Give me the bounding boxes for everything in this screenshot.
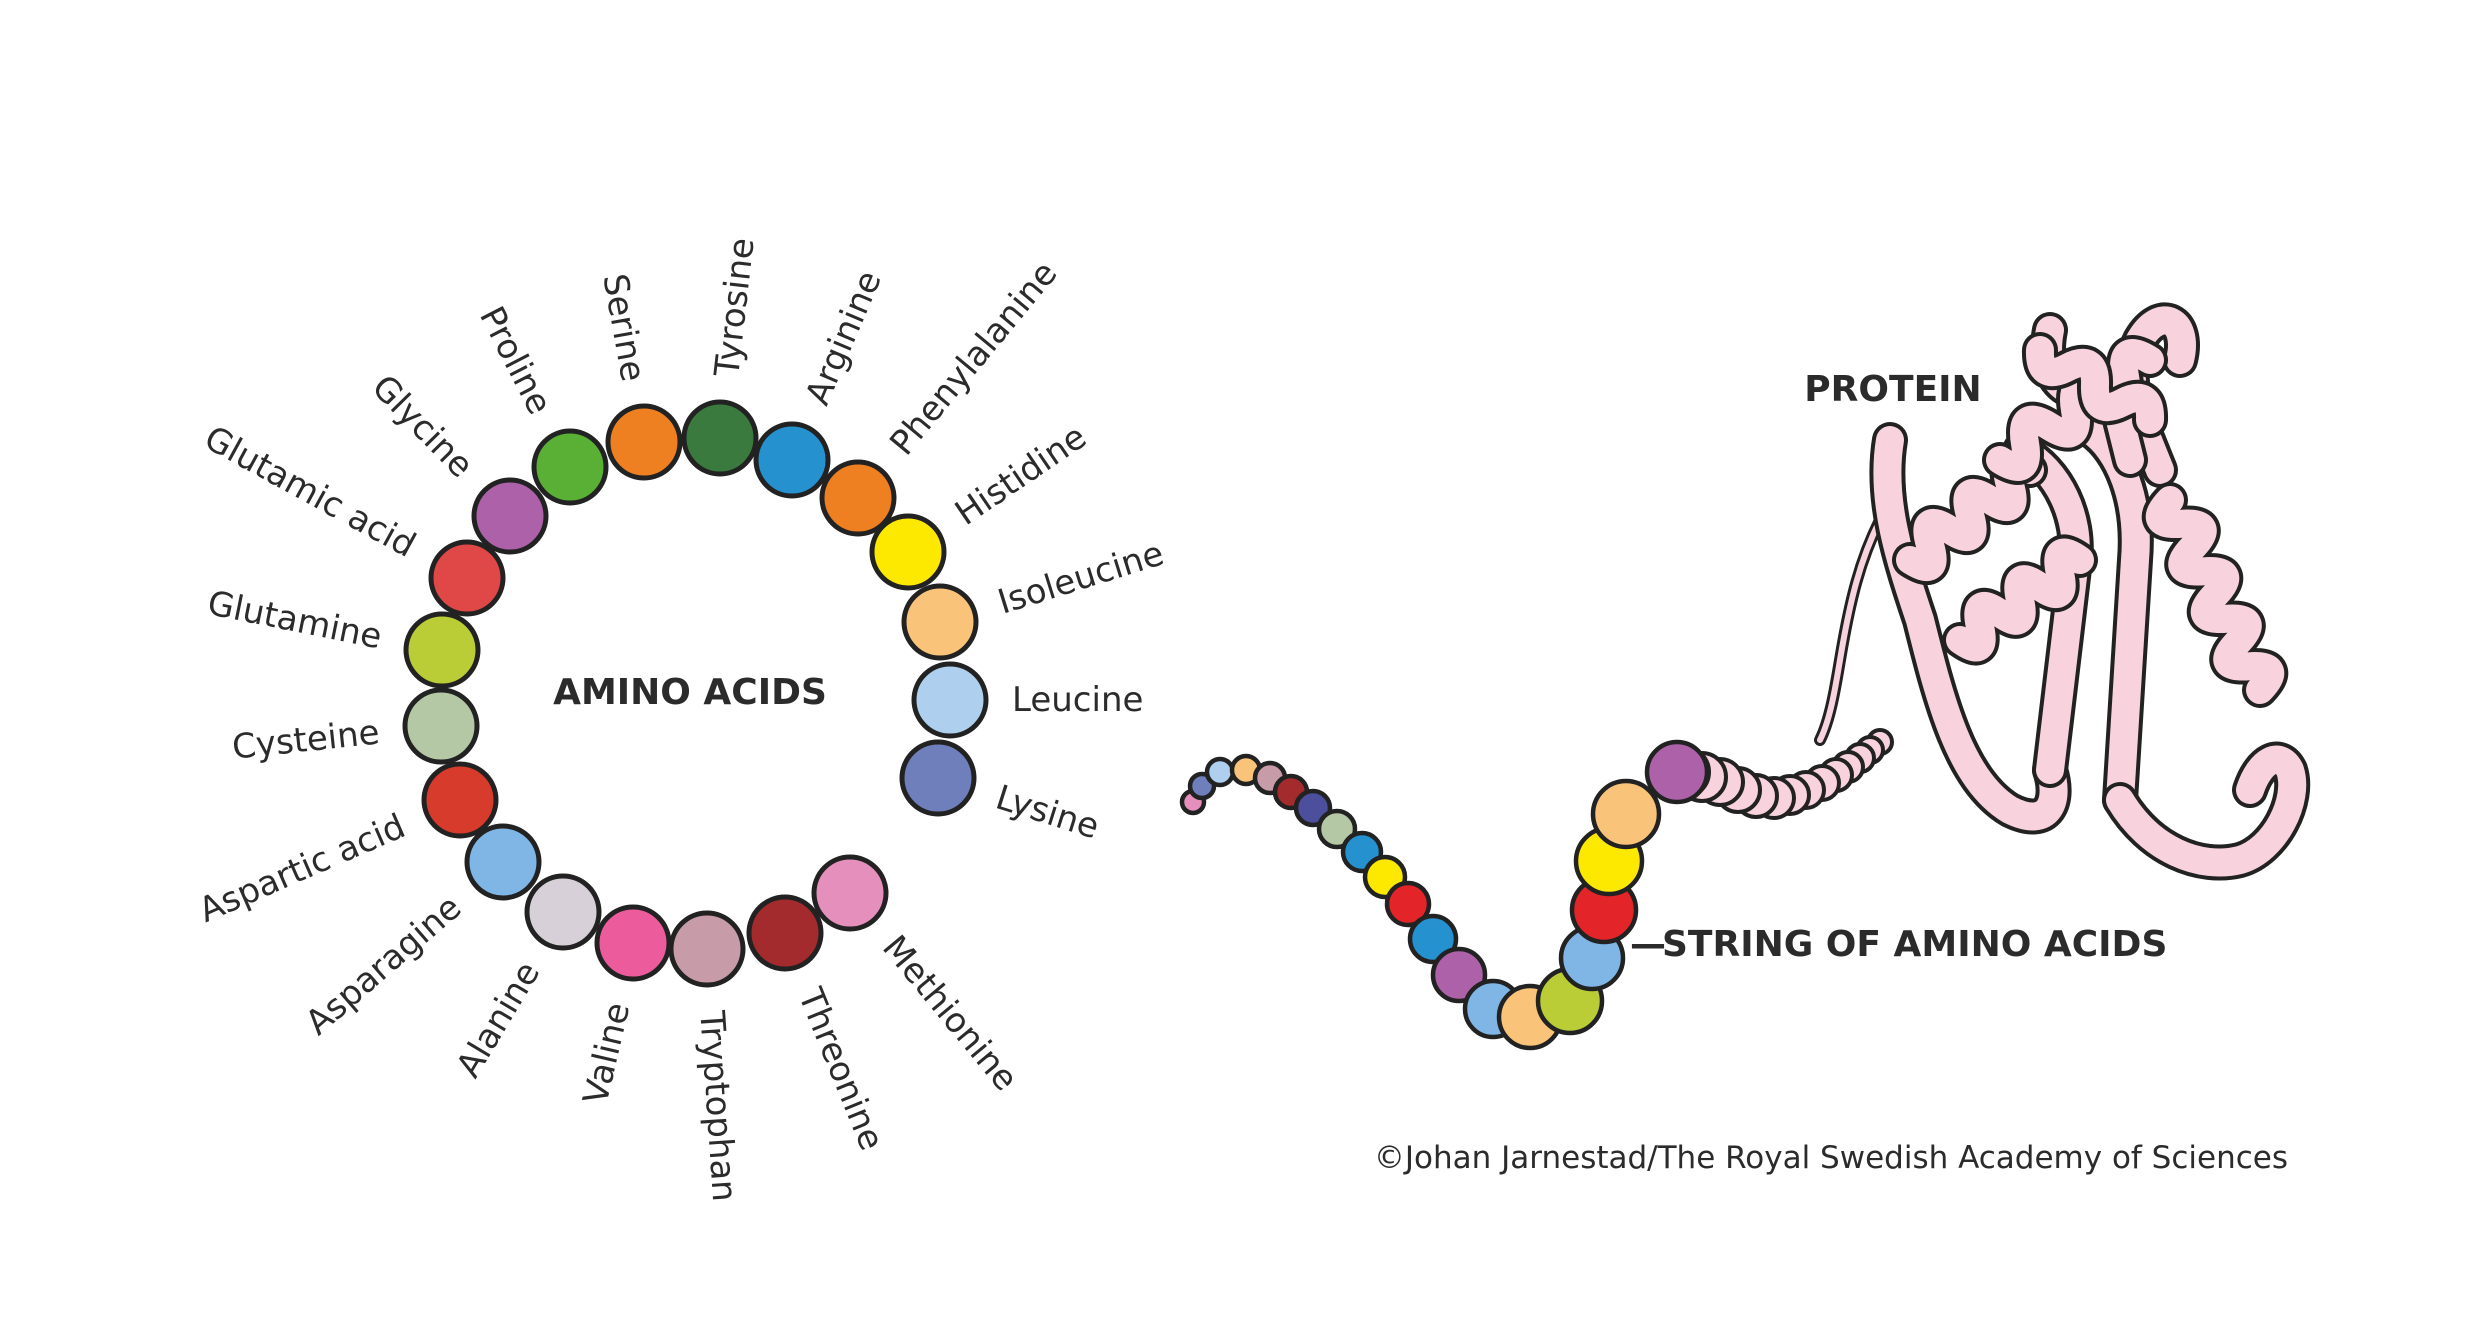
amino-acid-aspartic-acid-label: Aspartic acid bbox=[193, 806, 411, 930]
amino-acid-proline-label: Proline bbox=[471, 300, 559, 421]
protein-helix-2 bbox=[1946, 538, 2094, 662]
amino-acid-cysteine-label: Cysteine bbox=[230, 713, 381, 768]
protein-helix-4 bbox=[2145, 486, 2285, 704]
amino-acid-threonine-label: Threonine bbox=[790, 982, 892, 1156]
copyright-credit: ©Johan Jarnestad/The Royal Swedish Acade… bbox=[1374, 1140, 2288, 1176]
amino-acid-phenylalanine-bead bbox=[819, 459, 897, 537]
string-of-amino-acids-title: STRING OF AMINO ACIDS bbox=[1662, 924, 2167, 965]
string-bead-3 bbox=[1204, 756, 1236, 788]
amino-acid-glutamic-acid-label: Glutamic acid bbox=[198, 418, 423, 566]
amino-acid-lysine-label: Lysine bbox=[991, 778, 1104, 848]
amino-acid-histidine-label: Histidine bbox=[948, 417, 1094, 534]
string-bead-11 bbox=[1384, 880, 1432, 928]
amino-acid-glutamine-label: Glutamine bbox=[204, 583, 385, 657]
amino-acid-alanine-label: Alanine bbox=[449, 955, 549, 1085]
amino-acid-string bbox=[1179, 728, 1894, 1051]
amino-acid-valine-label: Valine bbox=[576, 999, 638, 1108]
amino-acid-tryptophan-bead bbox=[668, 910, 746, 988]
amino-acid-valine-bead bbox=[594, 904, 672, 982]
amino-acids-title: AMINO ACIDS bbox=[553, 672, 827, 713]
amino-acid-isoleucine-label: Isoleucine bbox=[993, 534, 1168, 623]
protein-helix-3 bbox=[1986, 339, 2164, 481]
string-bead-20 bbox=[1590, 778, 1662, 850]
amino-acid-serine-label: Serine bbox=[594, 271, 652, 385]
amino-acid-arginine-label: Arginine bbox=[798, 265, 890, 411]
string-dash: — bbox=[1630, 924, 1666, 965]
protein-loop-right bbox=[2106, 745, 2307, 877]
amino-acid-alanine-bead bbox=[524, 873, 602, 951]
protein-beta-strand-2 bbox=[2076, 416, 2150, 814]
amino-acid-tyrosine-label: Tyrosine bbox=[707, 236, 763, 380]
protein-illustration bbox=[1814, 302, 2311, 881]
protein-title: PROTEIN bbox=[1804, 369, 1981, 410]
amino-acid-methionine-bead bbox=[811, 854, 889, 932]
amino-acid-ring: Lysine Leucine IsoleucineHistidinePhenylal… bbox=[193, 236, 1168, 1203]
protein-helix-1 bbox=[1896, 449, 2044, 581]
amino-acid-cysteine-bead bbox=[402, 687, 480, 765]
amino-acid-glutamine-bead bbox=[403, 611, 481, 689]
string-bead-8 bbox=[1316, 808, 1358, 850]
amino-acid-glutamic-acid-bead bbox=[428, 539, 506, 617]
protein-loop-left bbox=[1873, 426, 2068, 831]
amino-acid-tryptophan-label: Tryptophan bbox=[691, 1009, 744, 1203]
string-bead-12 bbox=[1407, 913, 1459, 965]
amino-acid-methionine-label: Methionine bbox=[874, 928, 1025, 1099]
protein-helix-5 bbox=[2026, 336, 2164, 434]
amino-acid-asparagine-label: Asparagine bbox=[298, 887, 469, 1043]
amino-acid-histidine-bead bbox=[869, 513, 947, 591]
amino-acid-tyrosine-bead bbox=[681, 399, 759, 477]
amino-acid-phenylalanine-label: Phenylalanine bbox=[882, 254, 1065, 463]
amino-acid-leucine-label: Leucine bbox=[1012, 680, 1143, 720]
string-bead-21 bbox=[1644, 739, 1710, 805]
amino-acid-lysine-bead bbox=[899, 739, 977, 817]
amino-acid-arginine-bead bbox=[753, 421, 831, 499]
amino-acid-glycine-label: Glycine bbox=[364, 367, 481, 485]
amino-acid-asparagine-bead bbox=[464, 823, 542, 901]
amino-acid-isoleucine-bead bbox=[901, 583, 979, 661]
amino-acid-glycine-bead bbox=[471, 477, 549, 555]
amino-acid-serine-bead bbox=[605, 403, 683, 481]
amino-acid-threonine-bead bbox=[746, 894, 824, 972]
amino-acid-leucine-bead bbox=[911, 661, 989, 739]
amino-acid-aspartic-acid-bead bbox=[421, 761, 499, 839]
amino-acid-proline-bead bbox=[531, 428, 609, 506]
